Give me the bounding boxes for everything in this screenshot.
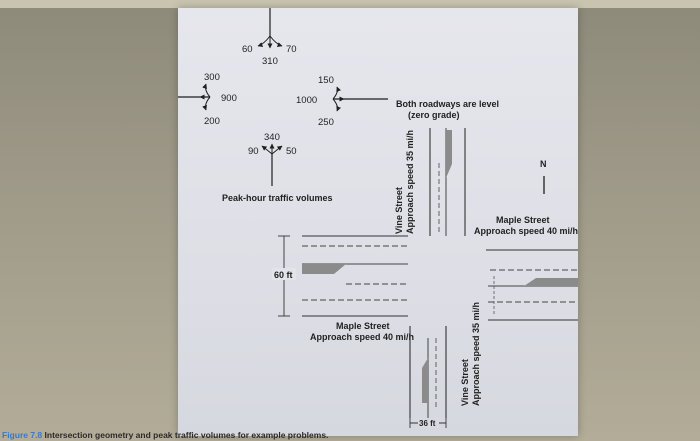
north-approach-volumes: 60 70 310 — [242, 8, 297, 67]
south-right-arrow — [271, 145, 283, 155]
maple-east-label-line2: Approach speed 40 mi/h — [474, 226, 578, 236]
dimension-36ft-label: 36 ft — [419, 419, 436, 428]
west-through-volume: 900 — [221, 93, 237, 104]
dimension-36ft-gap — [418, 418, 439, 428]
vine-north-turn-taper — [446, 130, 452, 178]
south-right-volume: 50 — [286, 146, 297, 157]
east-approach-volumes: 150 1000 250 — [296, 75, 388, 128]
north-marker-text: N — [540, 159, 547, 169]
figure-caption: Figure 7.8 Intersection geometry and pea… — [2, 430, 328, 440]
north-right-arrow — [269, 35, 283, 47]
grade-note-line2: (zero grade) — [408, 110, 460, 120]
maple-west-label-line2: Approach speed 40 mi/h — [310, 332, 414, 342]
north-left-volume: 60 — [242, 44, 253, 55]
vine-north-label-line2: Approach speed 35 mi/h — [405, 130, 415, 234]
dimension-60ft-label: 60 ft — [274, 270, 293, 280]
east-right-arrow — [332, 98, 341, 112]
east-through-volume: 1000 — [296, 95, 317, 106]
west-left-volume: 300 — [204, 72, 220, 83]
maple-west-label-line1: Maple Street — [336, 321, 390, 331]
west-approach-volumes: 300 900 200 — [178, 72, 237, 127]
volumes-title: Peak-hour traffic volumes — [222, 193, 333, 203]
maple-east-turn-taper — [524, 278, 578, 286]
vine-south-turn-taper — [422, 358, 428, 403]
north-arrow-marker: N — [540, 159, 547, 194]
west-right-arrow — [202, 96, 211, 111]
west-left-arrow — [202, 83, 211, 98]
south-through-volume: 340 — [264, 132, 280, 143]
maple-east-label-line1: Maple Street — [496, 215, 550, 225]
figure-number-link[interactable]: Figure 7.8 — [2, 430, 43, 440]
grade-note-line1: Both roadways are level — [396, 99, 499, 109]
vine-south-label-line1: Vine Street — [460, 359, 470, 406]
south-left-volume: 90 — [248, 146, 259, 157]
figure-caption-text: Intersection geometry and peak traffic v… — [42, 430, 329, 440]
west-right-volume: 200 — [204, 116, 220, 127]
north-left-arrow — [257, 35, 271, 47]
vine-north-label-line1: Vine Street — [394, 187, 404, 234]
maple-west-turn-taper — [302, 264, 346, 274]
east-left-volume: 150 — [318, 75, 334, 86]
north-right-volume: 70 — [286, 44, 297, 55]
north-through-volume: 310 — [262, 56, 278, 67]
background-strip — [0, 0, 700, 8]
east-left-arrow — [332, 86, 341, 100]
vine-south-label: Vine Street Approach speed 35 mi/h — [460, 302, 481, 406]
east-right-volume: 250 — [318, 117, 334, 128]
dimension-60ft-gap — [272, 268, 296, 280]
south-left-arrow — [261, 145, 273, 155]
south-approach-volumes: 340 90 50 — [248, 132, 297, 186]
intersection-diagram: 60 70 310 300 900 200 150 1000 250 340 9… — [178, 8, 578, 428]
vine-north-label: Vine Street Approach speed 35 mi/h — [394, 130, 415, 234]
intersection-geometry: 60 ft 36 ft — [272, 128, 578, 428]
vine-south-label-line2: Approach speed 35 mi/h — [471, 302, 481, 406]
textbook-page: 60 70 310 300 900 200 150 1000 250 340 9… — [178, 8, 578, 436]
